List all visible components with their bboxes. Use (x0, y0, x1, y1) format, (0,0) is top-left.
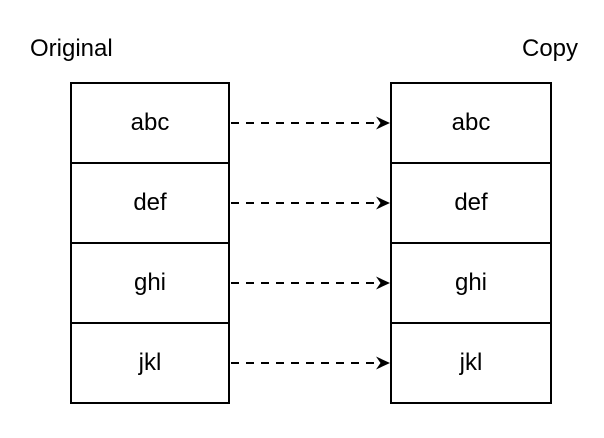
arrowhead-icon (376, 276, 390, 290)
copy-cell-2: ghi (390, 242, 552, 324)
arrow-0 (231, 116, 390, 130)
arrow-2 (231, 276, 390, 290)
original-cell-1: def (70, 162, 230, 244)
copy-column-label: Copy (522, 35, 579, 62)
arrow-1 (231, 196, 390, 210)
arrowhead-icon (376, 196, 390, 210)
original-cell-3: jkl (70, 322, 230, 404)
arrowhead-icon (376, 116, 390, 130)
copy-cell-3: jkl (390, 322, 552, 404)
copy-cell-1: def (390, 162, 552, 244)
arrow-3 (231, 356, 390, 370)
original-cell-2: ghi (70, 242, 230, 324)
original-column-label: Original (30, 35, 113, 62)
original-cell-0: abc (70, 82, 230, 164)
arrowhead-icon (376, 356, 390, 370)
copy-cell-0: abc (390, 82, 552, 164)
